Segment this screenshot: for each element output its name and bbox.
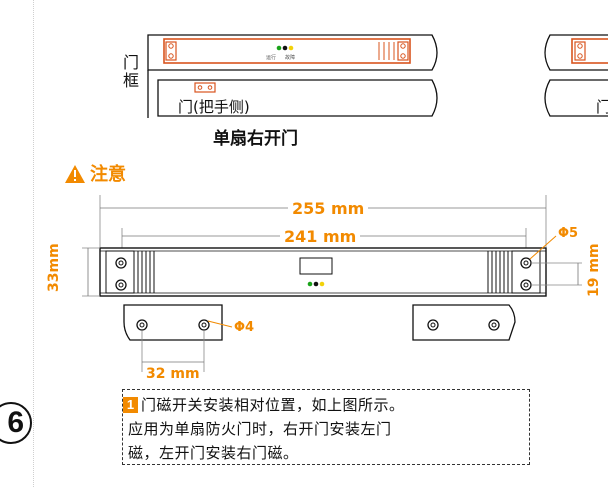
small-hole-spacing-label: 32 mm [146, 366, 200, 382]
hole-spacing-label: 19 mm [586, 243, 602, 297]
door-magnet [194, 82, 216, 93]
overall-length-label: 255 mm [288, 199, 369, 218]
mount-hole-top-left [115, 257, 127, 269]
magnet-controller-bar [163, 38, 411, 64]
led-yellow [288, 45, 294, 51]
warning-icon [65, 165, 85, 183]
door-handle-side-label: 门(把手侧) [178, 98, 250, 116]
hole-diameter-label: Φ5 [558, 226, 579, 241]
magnet-hole-right-1 [427, 319, 439, 331]
body-led-black [313, 281, 319, 287]
note-line-1: 门磁开关安装相对位置，如上图所示。 [141, 396, 405, 414]
led-black [282, 45, 288, 51]
note-line-2: 应用为单扇防火门时，右开门安装左门 [128, 420, 392, 438]
left-door-magnet [123, 304, 223, 341]
magnet-hole-right-2 [488, 319, 500, 331]
small-hole-diameter-label: Φ4 [234, 320, 255, 335]
door-frame-label: 门 框 [123, 53, 140, 90]
body-led-green [307, 281, 313, 287]
second-controller-bar [571, 38, 608, 64]
small-hole-diameter-leader [207, 320, 233, 328]
hole-diameter-leader [529, 235, 557, 260]
door-leaf-outline [157, 79, 438, 117]
height-label: 33mm [46, 243, 62, 292]
diagram-caption: 单扇右开门 [213, 129, 298, 149]
led-green [276, 45, 282, 51]
door-installation-diagram [147, 34, 608, 118]
body-led-yellow [319, 281, 325, 287]
second-diagram-door-label: 门 [596, 98, 608, 116]
page-margin-line [33, 0, 34, 487]
controller-alarm-label: 故障 [285, 55, 296, 61]
controller-run-label: 运行 [266, 55, 277, 61]
controller-dimension-drawing [82, 195, 582, 372]
note-line-3: 磁，左开门安装右门磁。 [128, 444, 299, 462]
right-door-magnet [412, 304, 516, 341]
installation-note-box [122, 389, 530, 465]
second-door-frame-outline [544, 34, 608, 71]
step-number-badge: 1 [123, 397, 138, 413]
magnet-hole-left-2 [198, 319, 210, 331]
mount-hole-bottom-left [115, 279, 127, 291]
door-frame-outline [147, 34, 438, 71]
page-number: 6 [0, 402, 32, 444]
notice-title: 注意 [90, 164, 126, 185]
magnet-hole-left-1 [136, 319, 148, 331]
center-label-window [299, 257, 333, 275]
inner-length-label: 241 mm [280, 227, 361, 246]
